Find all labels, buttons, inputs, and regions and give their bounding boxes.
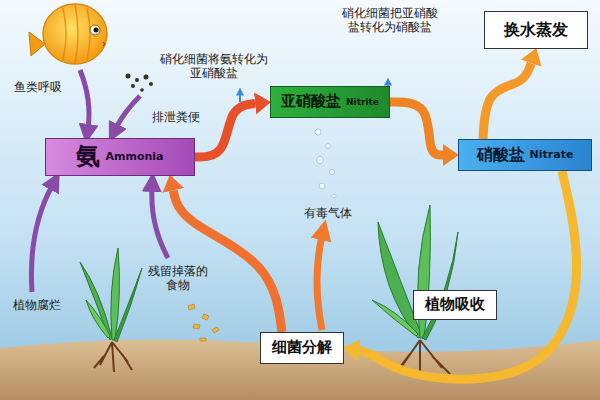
node-text: Nitrate [530,149,574,162]
fish [43,4,107,64]
gas-bubbles [319,183,325,189]
node-text: Nitrite [346,97,379,107]
node-text: 氨 [76,143,100,171]
annotation: 有毒气体 [298,206,358,220]
left-plant [86,300,110,338]
annotation: 硝化细菌将氨转化为亚硝酸盐 [160,52,268,81]
food-bits [200,338,206,341]
source-arrows [31,70,168,292]
fish-droppings [131,84,135,88]
fish [90,25,100,35]
annotation: 鱼类呼吸 [8,80,68,94]
source-arrows [116,96,140,128]
source-arrows [80,70,89,128]
gas-bubbles [315,129,336,198]
node-text: 亚硝酸盐 [281,93,341,110]
food-bits [188,304,195,310]
flow-arrow [483,63,531,139]
annotation: 排泄粪便 [146,110,206,124]
fish [94,28,99,33]
fish-droppings [135,78,139,82]
gas-arrow [317,236,322,330]
nitrate-box: 硝酸盐 Nitrate [458,139,592,171]
annotation: 残留掉落的食物 [146,264,210,293]
fish-droppings [126,74,154,92]
annotation: 硝化细菌把亚硝酸盐转化为硝酸盐 [338,6,442,35]
gas-bubbles [332,194,336,198]
reaction-arrows [239,94,241,102]
food-bits [212,327,219,333]
fish [63,4,90,64]
flow-arrow [195,103,255,157]
food-bits [202,314,209,320]
left-plant [94,342,132,372]
water-change-box: 换水蒸发 [484,11,588,49]
flow-arrow [390,102,443,155]
gas-bubbles [317,157,324,164]
source-arrows [152,188,168,258]
node-text: Ammonia [105,151,163,164]
node-text: 植物吸收 [425,296,485,313]
node-text: 换水蒸发 [504,21,568,39]
source-arrows [31,186,52,292]
left-plant [80,262,112,340]
gas-bubbles [315,129,321,135]
gas-bubbles [326,144,331,149]
right-plant [422,232,458,340]
fish-droppings [140,88,144,92]
food-bits [188,304,219,341]
left-plant [80,248,142,372]
flow-arrow [173,190,282,332]
ammonia-box: 氨 Ammonia [45,138,195,176]
plant-uptake-box: 植物吸收 [413,290,497,320]
fish-droppings [126,74,131,79]
fish-droppings [149,82,153,86]
gas-bubbles [330,170,335,175]
node-text: 硝酸盐 [477,146,525,164]
food-bits [193,324,200,329]
bacteria-box: 细菌分解 [260,332,344,364]
node-text: 细菌分解 [272,339,332,356]
left-plant [111,248,120,340]
nitrite-box: 亚硝酸盐 Nitrite [270,86,390,118]
fish [103,42,105,46]
fish [29,4,107,64]
left-plant [114,268,142,342]
flow-arrow [359,171,577,379]
fish-droppings [144,75,149,80]
annotation: 植物腐烂 [6,298,68,312]
right-plant [372,300,418,336]
